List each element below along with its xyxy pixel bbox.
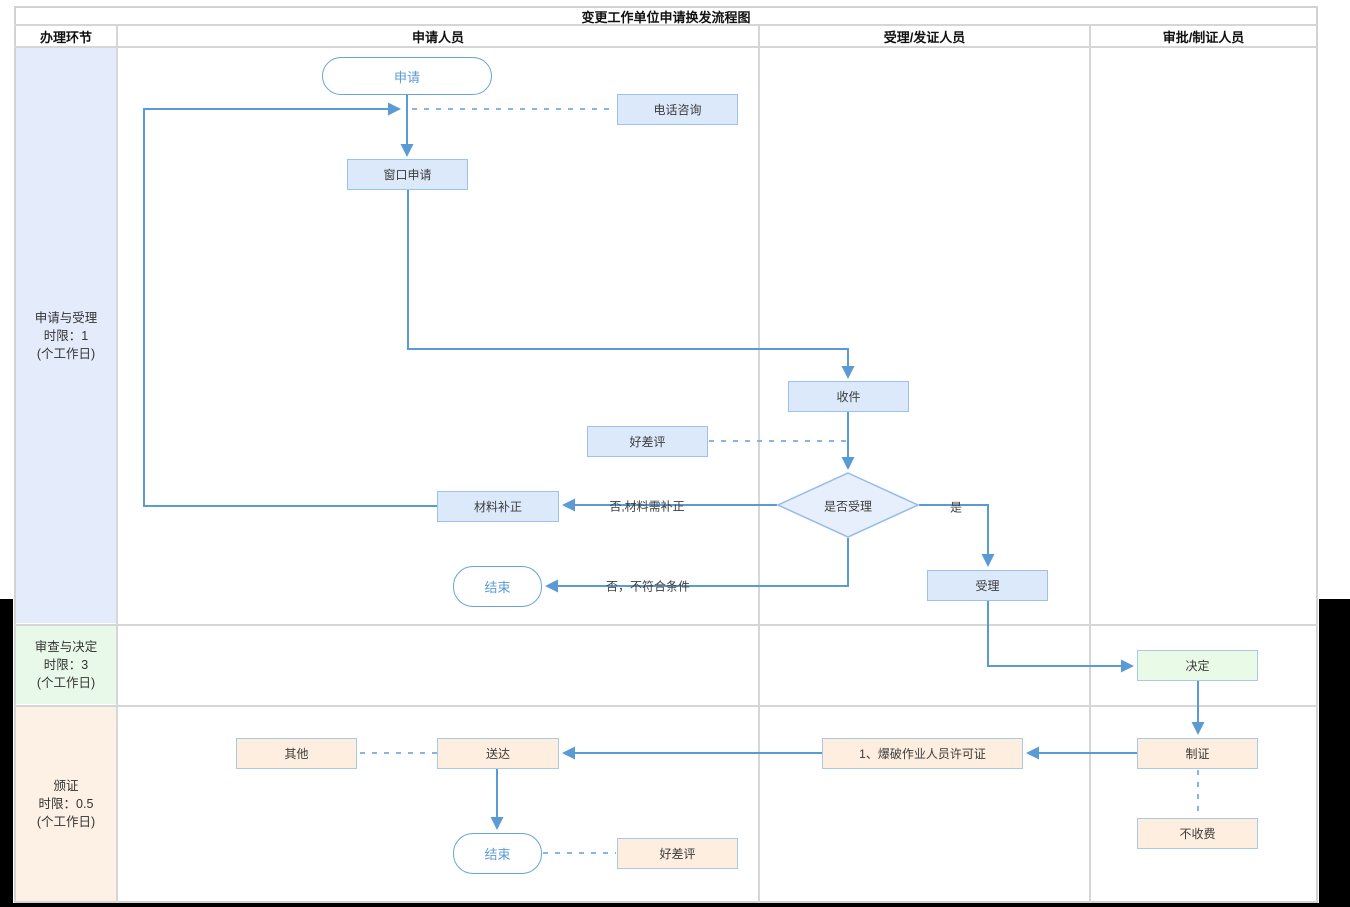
lane-label-certify: 颁证 时限：0.5 (个工作日): [16, 707, 116, 901]
divider: [1089, 24, 1091, 903]
node-rating-2: 好差评: [617, 838, 738, 869]
divider: [14, 46, 1318, 48]
edge-label-no-correction: 否,材料需补正: [609, 499, 685, 514]
node-accept: 受理: [927, 570, 1048, 601]
lane1-unit: (个工作日): [36, 346, 96, 361]
node-end-2: 结束: [453, 833, 542, 874]
node-make-certificate: 制证: [1137, 738, 1258, 769]
node-receive: 收件: [788, 381, 909, 412]
right-letterbox: [1319, 599, 1350, 907]
bottom-letterbox: [0, 903, 1350, 907]
node-phone-consult: 电话咨询: [617, 94, 738, 125]
node-rating-1: 好差评: [587, 426, 708, 457]
column-header-acceptor: 受理/发证人员: [883, 29, 966, 45]
lane1-limit: 时限：1: [43, 328, 89, 343]
lane1-name: 申请与受理: [34, 310, 98, 325]
divider: [14, 24, 1318, 26]
decision-diamond: [776, 472, 920, 538]
node-start: 申请: [322, 57, 492, 95]
dashed-connectors: [358, 108, 1199, 854]
left-letterbox: [0, 599, 13, 907]
lane3-limit: 时限：0.5: [38, 797, 94, 811]
divider: [116, 24, 118, 903]
column-header-steps: 办理环节: [39, 29, 92, 45]
page-title: 变更工作单位申请换发流程图: [581, 9, 751, 25]
divider: [14, 705, 1318, 707]
node-deliver: 送达: [437, 738, 559, 769]
lane-label-apply-accept: 申请与受理 时限：1 (个工作日): [16, 48, 116, 623]
node-window-apply: 窗口申请: [347, 159, 468, 190]
divider: [758, 24, 760, 903]
node-material-correction: 材料补正: [437, 491, 559, 522]
node-end-1: 结束: [453, 566, 542, 607]
divider: [14, 624, 1318, 626]
solid-connectors: [143, 95, 1205, 830]
lane2-name: 审查与决定: [34, 640, 98, 654]
lane-label-review-decide: 审查与决定 时限：3 (个工作日): [16, 626, 116, 704]
lane2-limit: 时限：3: [43, 658, 89, 672]
node-blasting-permit: 1、爆破作业人员许可证: [822, 738, 1023, 769]
edge-label-no-reject: 否，不符合条件: [605, 579, 691, 594]
lane3-unit: (个工作日): [36, 815, 96, 829]
lane2-unit: (个工作日): [36, 676, 96, 690]
column-header-approver: 审批/制证人员: [1162, 29, 1245, 45]
flowchart-table: [14, 6, 1318, 903]
lane3-name: 颁证: [53, 779, 79, 793]
node-other: 其他: [236, 738, 357, 769]
node-no-fee: 不收费: [1137, 818, 1258, 849]
node-decision-label: 是否受理: [823, 499, 873, 514]
edge-label-yes: 是: [949, 500, 963, 515]
column-header-applicant: 申请人员: [411, 29, 464, 45]
node-decide: 决定: [1137, 650, 1258, 681]
